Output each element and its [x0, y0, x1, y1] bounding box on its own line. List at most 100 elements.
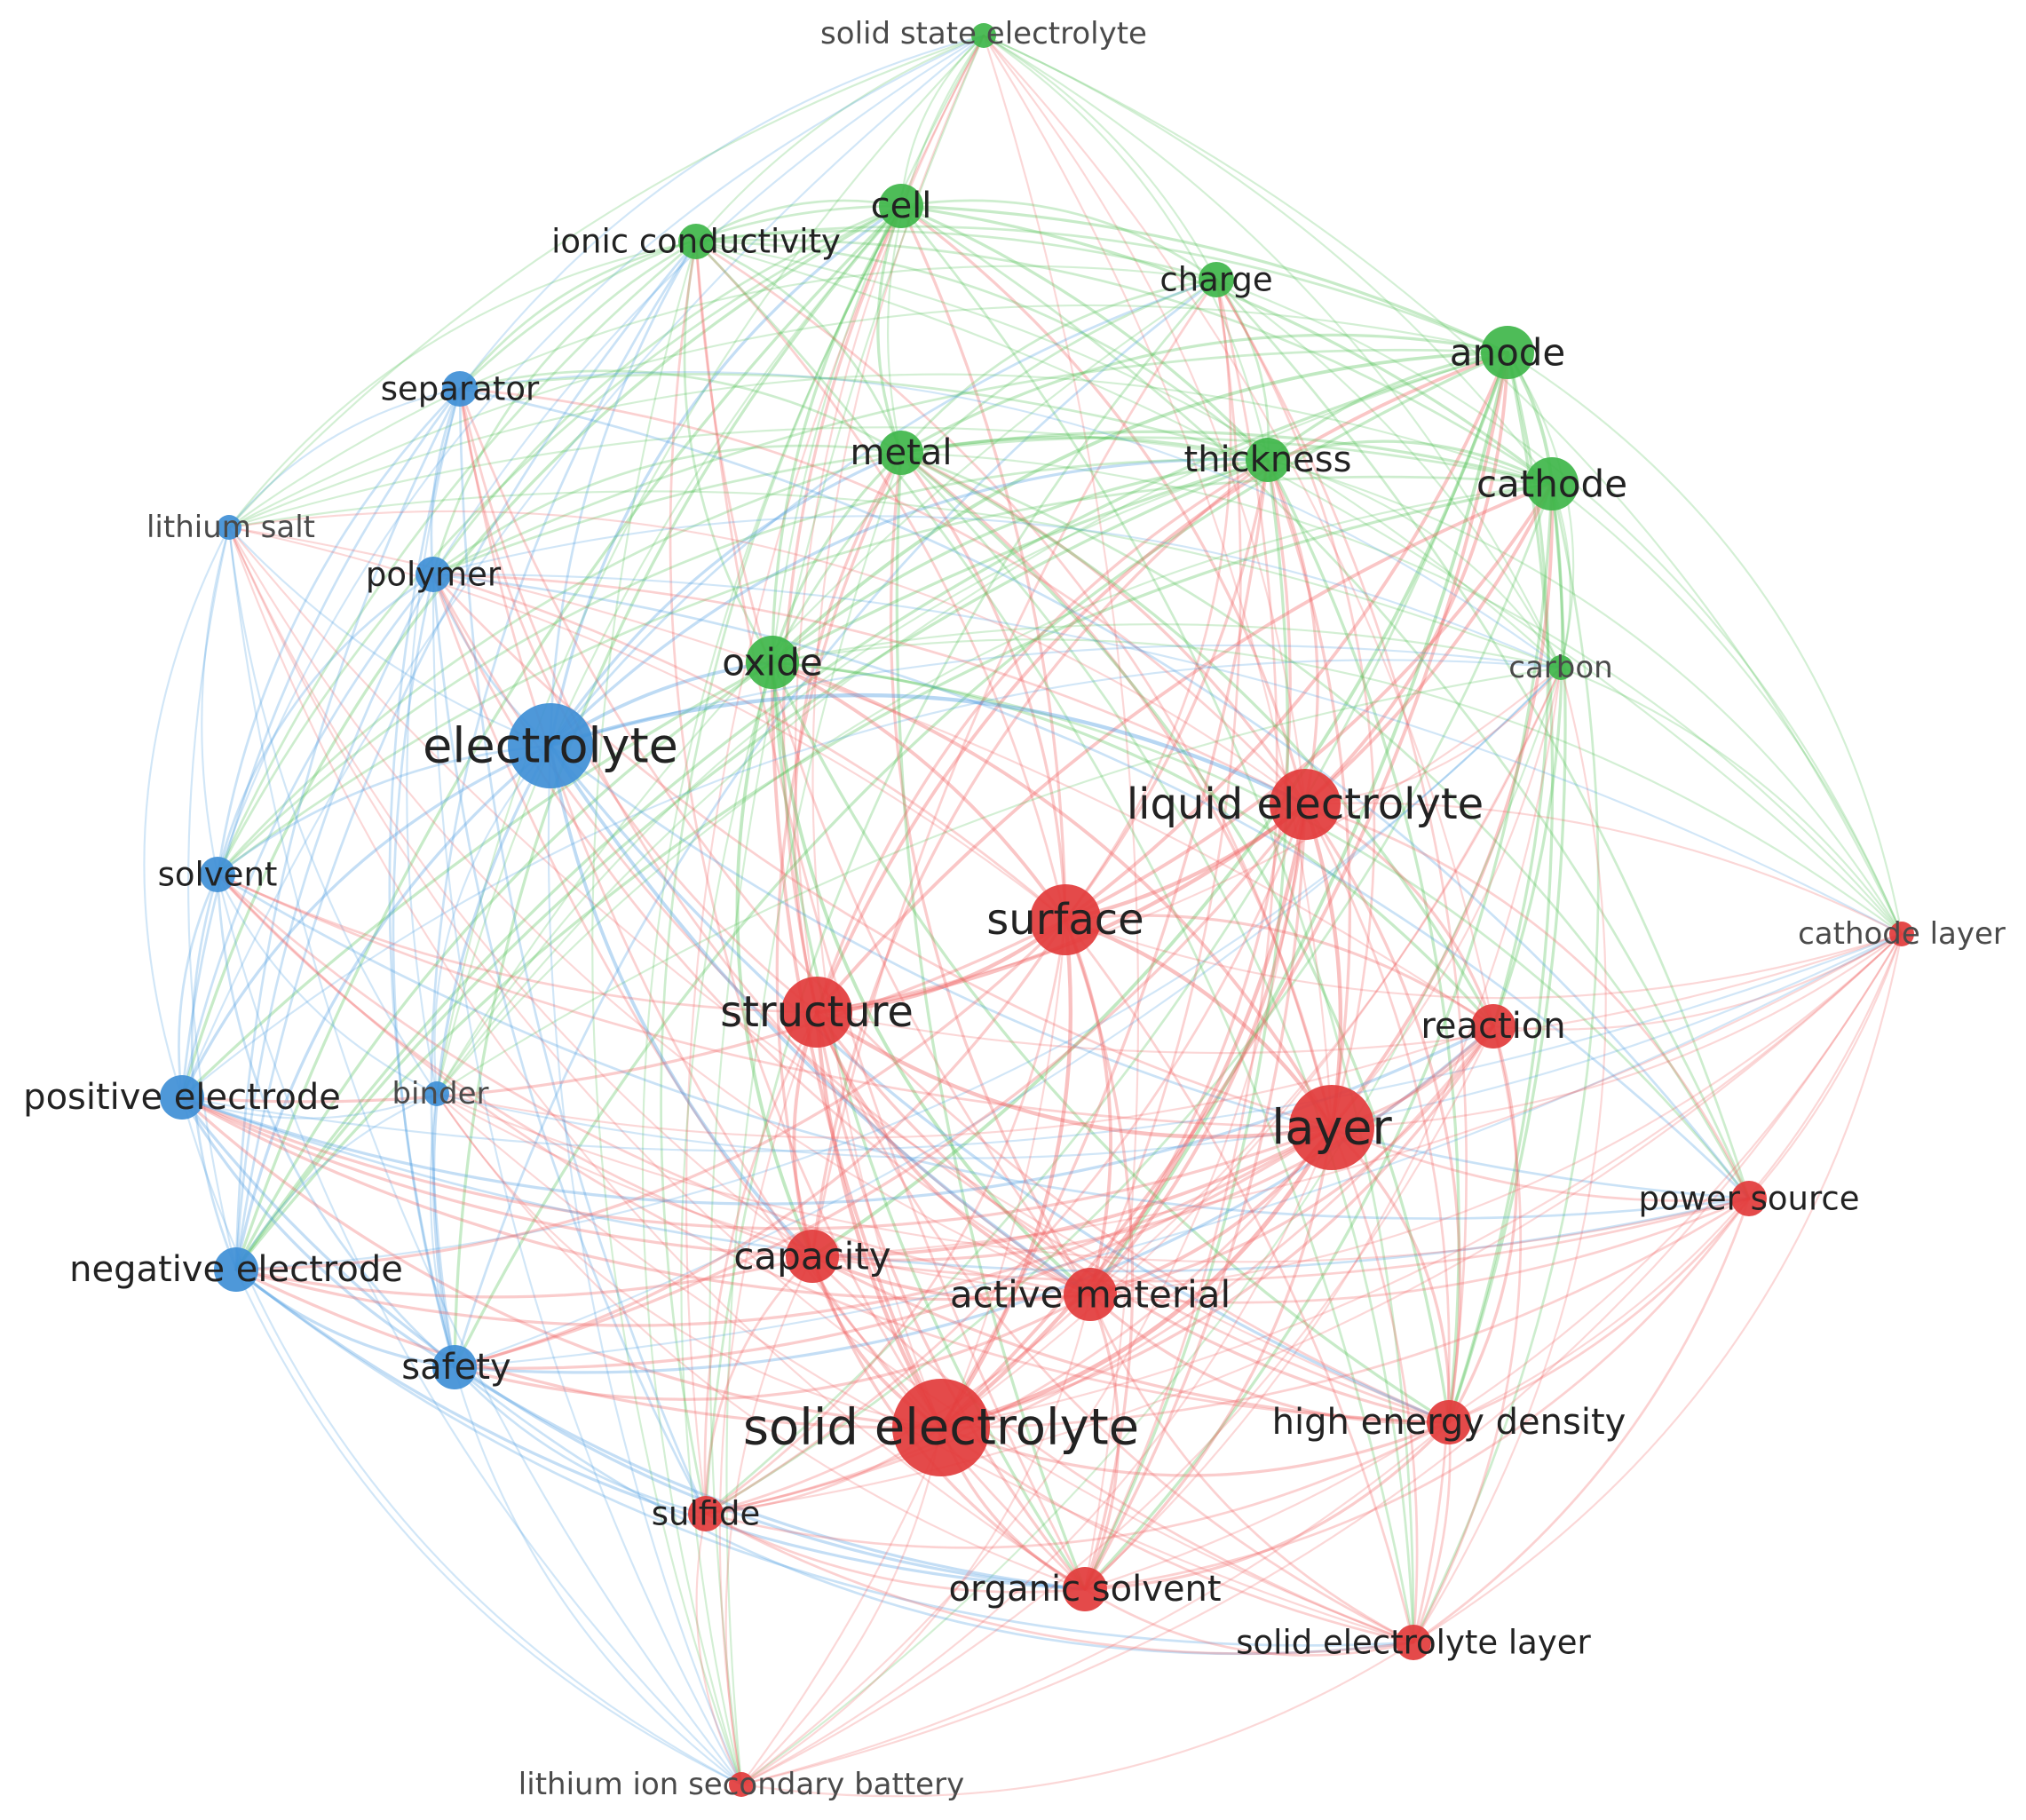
node-lithium-salt[interactable]	[217, 515, 241, 540]
network-edge	[694, 240, 1334, 1129]
network-edge	[899, 204, 1415, 1644]
network-edge	[694, 239, 1554, 486]
node-ionic-conductivity[interactable]	[678, 224, 714, 259]
node-layer[interactable]	[1289, 1085, 1374, 1170]
node-polymer[interactable]	[415, 557, 451, 592]
network-edge	[704, 482, 1554, 1515]
node-charge[interactable]	[1199, 262, 1234, 297]
network-edge	[234, 387, 462, 1271]
node-cathode[interactable]	[1525, 457, 1579, 510]
node-solid-electrolyte[interactable]	[892, 1379, 990, 1476]
network-edge	[982, 34, 1334, 1129]
network-edge	[694, 240, 1092, 1296]
node-reaction[interactable]	[1471, 1004, 1516, 1048]
network-edge	[216, 873, 814, 1258]
node-structure[interactable]	[781, 977, 852, 1048]
node-label-metal: metal	[851, 432, 953, 473]
network-edge	[1266, 458, 1319, 806]
node-label-thickness: thickness	[1184, 439, 1352, 480]
network-edge	[180, 1096, 743, 1786]
node-negative-electrode[interactable]	[214, 1247, 258, 1292]
node-sulfide[interactable]	[688, 1496, 724, 1531]
network-edge	[1447, 1197, 1751, 1424]
network-edge	[771, 623, 1563, 669]
network-edge	[180, 1096, 456, 1369]
network-edge	[388, 387, 462, 1369]
node-cell[interactable]	[879, 184, 923, 228]
network-edge	[1215, 278, 1468, 1424]
network-edge	[1088, 351, 1509, 1296]
node-oxide[interactable]	[746, 636, 799, 689]
network-edge	[1412, 932, 1903, 1644]
node-positive-electrode[interactable]	[160, 1075, 204, 1120]
network-edge	[1266, 458, 1352, 1129]
node-safety[interactable]	[432, 1345, 477, 1389]
node-liquid-electrolyte[interactable]	[1270, 769, 1341, 840]
network-edge	[740, 1293, 1092, 1786]
network-edge	[549, 278, 1218, 748]
network-edge	[815, 482, 1554, 1014]
network-edge	[771, 458, 1270, 664]
network-edge	[1412, 666, 1607, 1644]
node-carbon[interactable]	[1548, 655, 1573, 680]
node-solid-state-electrolyte[interactable]	[971, 23, 996, 48]
network-edge	[227, 304, 1509, 529]
network-edge	[771, 661, 943, 1429]
network-edge	[811, 1025, 1495, 1262]
node-capacity[interactable]	[786, 1230, 839, 1283]
network-edge	[458, 373, 1270, 462]
network-edge	[771, 661, 1087, 1591]
node-anode[interactable]	[1481, 326, 1534, 379]
network-edge	[216, 387, 462, 876]
network-edge	[1083, 666, 1563, 1591]
node-label-binder: binder	[392, 1076, 488, 1112]
node-surface[interactable]	[1030, 884, 1101, 955]
network-edge	[694, 34, 985, 243]
network-edge	[814, 1009, 1334, 1139]
network-edge	[431, 573, 1092, 1296]
node-lithium-ion-secondary-battery[interactable]	[729, 1772, 754, 1797]
network-edge	[982, 34, 1554, 486]
network-edge	[453, 1126, 1334, 1370]
network-edge	[1064, 918, 1903, 1000]
node-binder[interactable]	[424, 1081, 449, 1106]
network-edge	[1330, 482, 1555, 1129]
node-separator[interactable]	[442, 371, 478, 407]
node-electrolyte[interactable]	[508, 703, 593, 788]
network-edge	[704, 1254, 814, 1515]
network-edge	[227, 526, 1092, 1296]
network-edge	[458, 371, 1563, 669]
node-thickness[interactable]	[1246, 438, 1290, 482]
node-metal[interactable]	[879, 431, 923, 475]
network-edge	[899, 451, 1067, 922]
network-edge	[435, 1092, 1087, 1591]
node-active-material[interactable]	[1064, 1268, 1117, 1321]
network-edge	[740, 666, 1563, 1786]
node-solvent[interactable]	[200, 857, 235, 892]
node-cathode-layer[interactable]	[1889, 922, 1914, 946]
network-edge	[1447, 482, 1567, 1424]
network-edge	[227, 490, 1563, 669]
network-edge	[216, 240, 698, 876]
network-edge	[1215, 278, 1751, 1200]
network-edge	[216, 204, 903, 876]
node-label-safety: safety	[401, 1347, 510, 1388]
network-edge	[227, 510, 1307, 806]
network-edge	[694, 240, 1415, 1644]
network-edge	[660, 204, 903, 1515]
network-edge	[216, 873, 819, 1014]
network-edge	[814, 1009, 944, 1430]
network-edge	[815, 1010, 1087, 1591]
network-edge	[899, 451, 1451, 1424]
network-edge	[1330, 932, 1903, 1129]
network-edge	[740, 1641, 1415, 1798]
network-edge	[1550, 482, 1903, 936]
network-edge	[227, 526, 1415, 1644]
node-high-energy-density[interactable]	[1427, 1400, 1471, 1444]
node-power-source[interactable]	[1731, 1181, 1767, 1216]
network-edge	[227, 526, 814, 1258]
network-edge	[718, 1010, 819, 1786]
node-solid-electrolyte-layer[interactable]	[1396, 1625, 1431, 1660]
node-organic-solvent[interactable]	[1063, 1567, 1107, 1611]
network-edge	[1064, 278, 1232, 922]
